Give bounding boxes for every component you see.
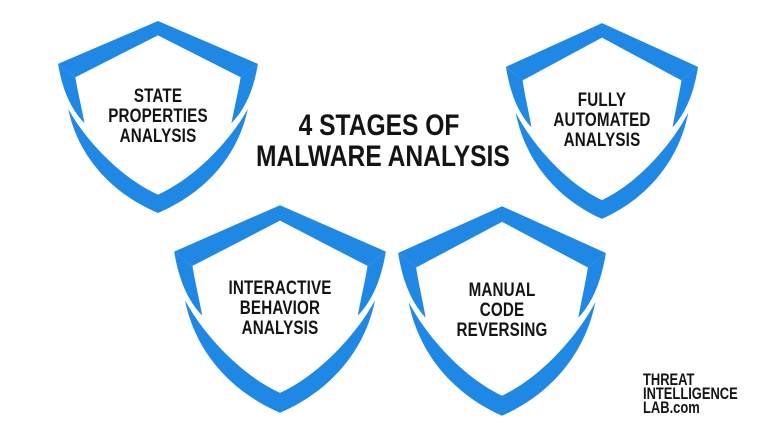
- logo-line-threat: THREAT: [643, 370, 695, 389]
- brand-logo: THREAT INTELLIGENCE LAB.com: [643, 370, 738, 417]
- shield-label-line: ANALYSIS: [119, 126, 197, 147]
- shield-label-line: CODE: [479, 300, 525, 321]
- shield-label-line: BEHAVIOR: [239, 298, 321, 319]
- infographic-title: 4 STAGES OF MALWARE ANALYSIS: [256, 109, 510, 173]
- shield-label: STATE PROPERTIES ANALYSIS: [76, 87, 239, 147]
- shield-label-line: MANUAL: [468, 280, 536, 301]
- logo-com-suffix: .com: [669, 398, 700, 417]
- logo-line-lab: LAB.com: [643, 398, 738, 417]
- shield-label: INTERACTIVE BEHAVIOR ANALYSIS: [194, 279, 367, 339]
- title-line-2: MALWARE ANALYSIS: [256, 140, 510, 173]
- shield-label-line: FULLY: [577, 90, 627, 111]
- shield-label: MANUAL CODE REVERSING: [417, 281, 587, 341]
- shield-label-line: STATE: [133, 86, 183, 107]
- shield-label-line: AUTOMATED: [553, 110, 651, 131]
- title-line-1: 4 STAGES OF: [298, 109, 460, 142]
- shield-label-line: ANALYSIS: [241, 318, 319, 339]
- logo-lab-text: LAB: [643, 398, 670, 417]
- shield-label-line: ANALYSIS: [563, 130, 641, 151]
- shield-label: FULLY AUTOMATED ANALYSIS: [524, 91, 681, 151]
- shield-label-line: PROPERTIES: [108, 106, 208, 127]
- shield-label-line: INTERACTIVE: [228, 278, 332, 299]
- shield-label-line: REVERSING: [456, 320, 548, 341]
- shield-interactive-behavior-analysis: INTERACTIVE BEHAVIOR ANALYSIS: [172, 203, 388, 415]
- shield-fully-automated-analysis: FULLY AUTOMATED ANALYSIS: [504, 21, 700, 221]
- shield-manual-code-reversing: MANUAL CODE REVERSING: [396, 204, 608, 418]
- shield-state-properties-analysis: STATE PROPERTIES ANALYSIS: [56, 19, 260, 215]
- logo-line-intelligence: INTELLIGENCE: [643, 384, 738, 403]
